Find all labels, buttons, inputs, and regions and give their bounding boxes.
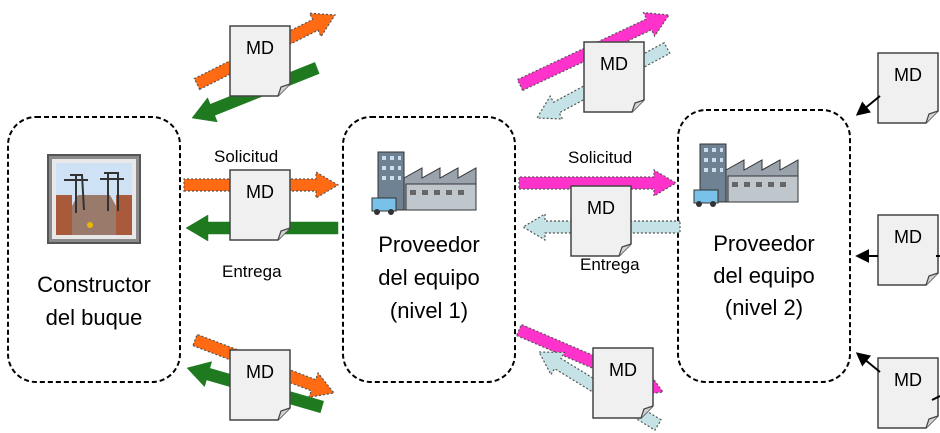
md-document-label: MD	[246, 38, 274, 58]
md-document-icon: MD	[229, 25, 291, 97]
delivery-label-1: Entrega	[222, 262, 282, 281]
md-document-icon: MD	[877, 357, 939, 429]
factory-icon	[693, 143, 799, 207]
supplier1-box	[342, 116, 516, 383]
level3-connector-arrow	[931, 395, 940, 401]
request-arrow	[518, 168, 678, 198]
request-label-2: Solicitud	[568, 148, 633, 167]
md-document-label: MD	[246, 362, 274, 382]
level3-connector-arrow	[855, 95, 881, 116]
supplier1-label-line3: (nivel 1)	[389, 298, 469, 323]
md-document-icon: MD	[570, 185, 632, 257]
md-document-icon: MD	[229, 169, 291, 241]
supplier1-label-line2: del equipo	[378, 265, 480, 290]
md-document-label: MD	[600, 54, 628, 74]
shipyard-cranes-icon	[47, 154, 141, 244]
md-document-label: MD	[609, 360, 637, 380]
supplier2-box	[677, 109, 851, 383]
constructor-box	[7, 116, 181, 383]
md-document-icon: MD	[583, 41, 645, 113]
level3-connector-arrow	[855, 352, 881, 373]
supplier2-label-line2: del equipo	[713, 263, 815, 288]
md-document-label: MD	[894, 227, 922, 247]
constructor-label: Constructor del buque	[8, 268, 180, 334]
md-document-label: MD	[587, 198, 615, 218]
supplier1-label: Proveedor del equipo (nivel 1)	[343, 228, 515, 327]
md-document-label: MD	[894, 65, 922, 85]
factory-icon	[371, 151, 477, 215]
md-document-icon: MD	[877, 214, 939, 286]
request-label-1: Solicitud	[214, 147, 279, 166]
supplier2-label: Proveedor del equipo (nivel 2)	[678, 228, 850, 324]
md-document-icon: MD	[592, 347, 654, 419]
md-document-icon: MD	[877, 52, 939, 124]
md-document-icon: MD	[229, 349, 291, 421]
supplier2-label-line3: (nivel 2)	[724, 295, 804, 320]
supplier2-label-line1: Proveedor	[713, 231, 815, 256]
delivery-label-2: Entrega	[580, 255, 640, 274]
constructor-label-line1: Constructor	[37, 272, 151, 297]
md-document-label: MD	[246, 182, 274, 202]
constructor-label-line2: del buque	[45, 305, 143, 330]
md-document-label: MD	[894, 370, 922, 390]
supplier1-label-line1: Proveedor	[378, 232, 480, 257]
